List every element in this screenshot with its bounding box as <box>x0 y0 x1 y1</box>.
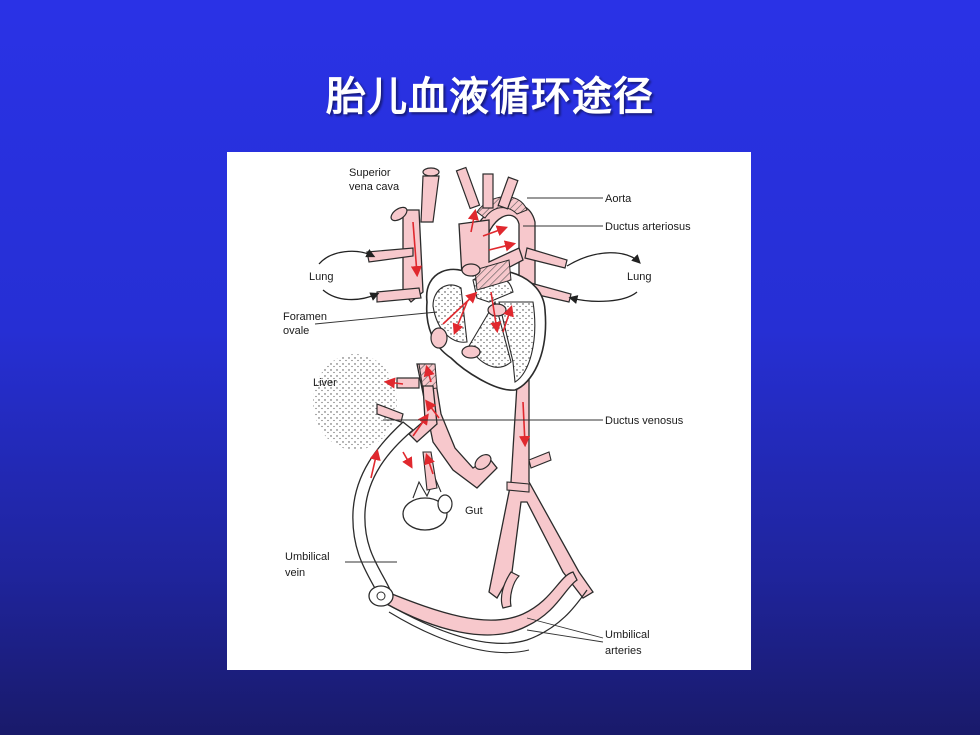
umbilical-arteries <box>382 571 578 636</box>
label-ductus-venosus: Ductus venosus <box>605 415 684 427</box>
aortic-branch-3 <box>497 176 519 210</box>
lung-arrow-right-lower <box>568 291 638 304</box>
label-superior-vena-cava-1: Superior <box>349 167 391 179</box>
slide-title: 胎儿血液循环途径 <box>326 74 654 120</box>
gut <box>402 497 448 531</box>
leader-lines <box>314 197 604 643</box>
renal-branch <box>506 481 530 493</box>
label-aorta: Aorta <box>605 193 632 205</box>
label-umbilical-vein-1: Umbilical <box>285 551 330 563</box>
lung-arrow-left-upper <box>318 249 376 265</box>
lung-arrow-right-upper <box>566 252 641 267</box>
label-foramen-ovale-1: Foramen <box>283 311 327 323</box>
hepatic-vessel <box>376 403 404 423</box>
label-foramen-ovale-2: ovale <box>283 325 309 337</box>
pulmonary-vessel-left-upper <box>366 247 414 263</box>
lung-arrow-left-lower <box>322 289 380 301</box>
aortic-branch-1 <box>455 166 481 210</box>
label-umbilical-arteries-2: arteries <box>605 645 642 657</box>
aortic-branch-2 <box>482 173 494 209</box>
pulmonary-vessel-hatched <box>474 259 512 291</box>
label-liver: Liver <box>313 377 337 389</box>
descending-aorta <box>488 351 594 599</box>
label-umbilical-arteries-1: Umbilical <box>605 629 650 641</box>
flow-arrows <box>369 208 531 479</box>
left-ventricle <box>498 301 536 383</box>
label-ductus-arteriosus: Ductus arteriosus <box>605 221 691 233</box>
pulmonary-vessel-right-upper <box>524 247 568 269</box>
circulation-diagram: Superior vena cava Aorta Ductus arterios… <box>283 166 691 657</box>
mesenteric-vessels <box>422 451 438 491</box>
label-lung-left: Lung <box>309 271 333 283</box>
iliac-branch-left <box>500 571 521 609</box>
label-superior-vena-cava-2: vena cava <box>349 181 400 193</box>
label-gut: Gut <box>465 505 483 517</box>
fetal-circulation-figure: Superior vena cava Aorta Ductus arterios… <box>227 152 751 670</box>
liver-region <box>313 354 397 450</box>
label-lung-right: Lung <box>627 271 651 283</box>
label-umbilical-vein-2: vein <box>285 567 305 579</box>
